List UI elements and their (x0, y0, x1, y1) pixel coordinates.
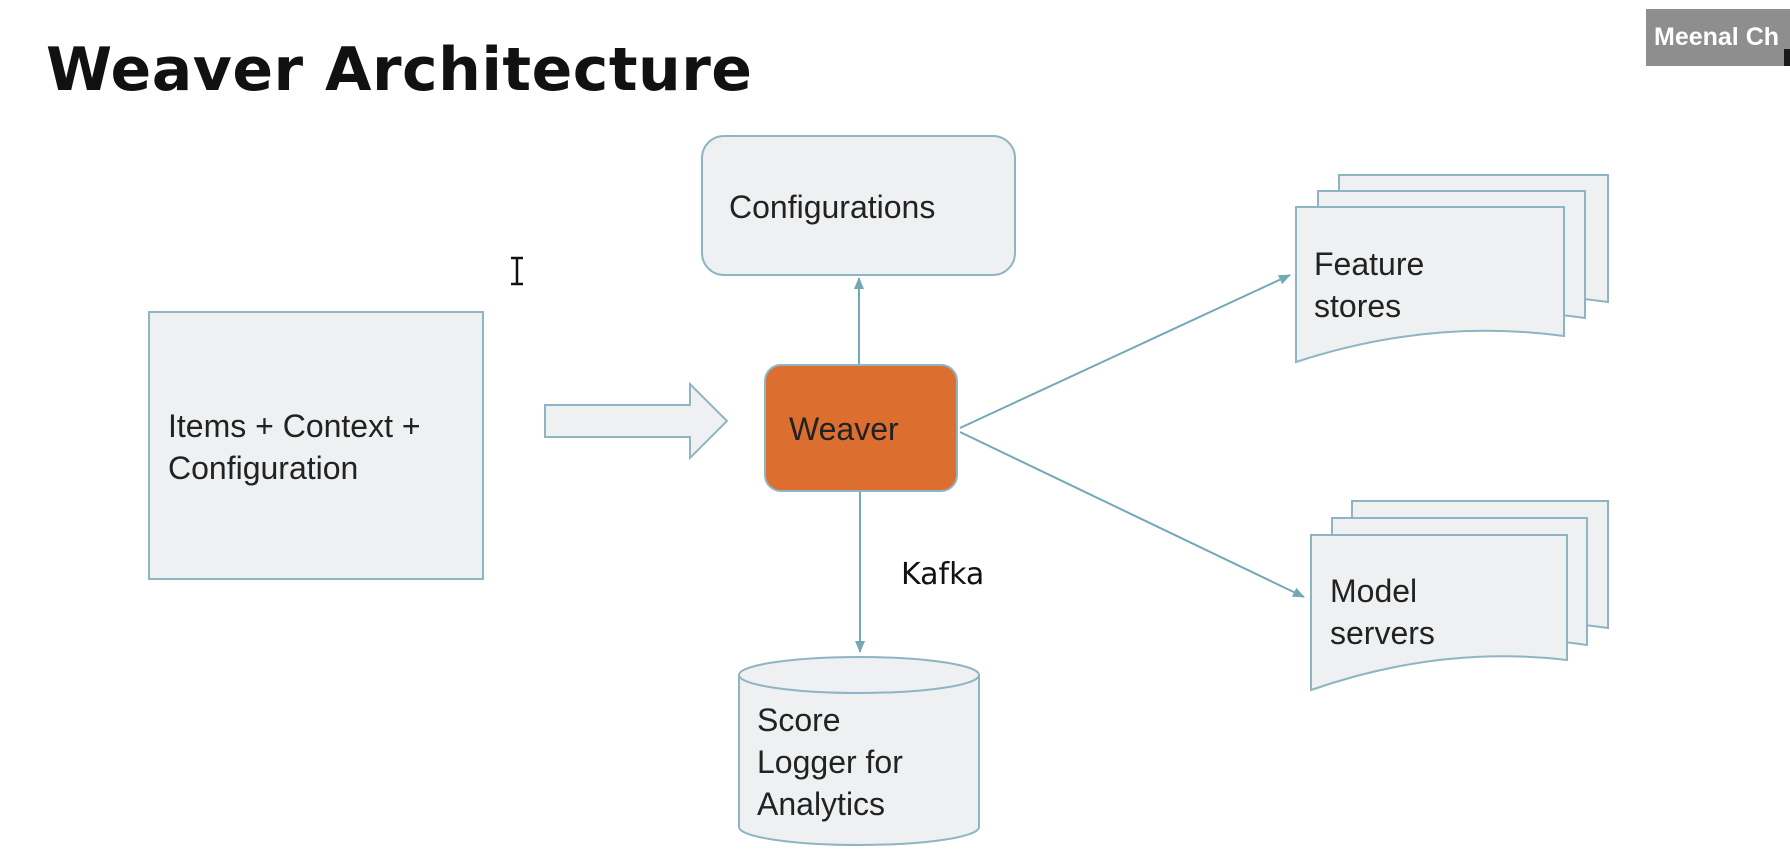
inputs-label-line-1: Items + Context + (168, 408, 421, 444)
block-arrow-to-weaver (544, 381, 729, 461)
score-logger-label-line-2: Logger for (757, 744, 903, 780)
feature-stores-label-line-1: Feature (1314, 246, 1424, 282)
participant-video-edge (1784, 49, 1790, 66)
inputs-label-line-2: Configuration (168, 450, 358, 486)
score-logger-cylinder-body (738, 675, 980, 846)
node-score-logger: Score Logger for Analytics (738, 656, 980, 846)
score-logger-label-line-1: Score (757, 702, 841, 738)
weaver-box (764, 364, 958, 492)
configurations-label: Configurations (729, 189, 935, 225)
node-weaver: Weaver (764, 364, 958, 492)
model-servers-label-line-2: servers (1330, 615, 1435, 651)
node-feature-stores: Feature stores (1295, 174, 1609, 364)
score-logger-cylinder-top (738, 656, 980, 694)
feature-stores-label-line-2: stores (1314, 288, 1401, 324)
text-cursor-icon (511, 256, 523, 286)
inputs-box (148, 311, 484, 580)
kafka-label: Kafka (901, 557, 984, 592)
score-logger-label-line-3: Analytics (757, 786, 885, 822)
feature-stores-page-front (1295, 206, 1565, 364)
weaver-label: Weaver (789, 411, 899, 447)
participant-name: Meenal Ch (1654, 23, 1780, 51)
slide-title: Weaver Architecture (46, 35, 753, 105)
node-model-servers: Model servers (1310, 500, 1609, 692)
configurations-box (701, 135, 1016, 276)
edge-weaver-to-feature-stores (959, 274, 1291, 429)
participant-name-tag: Meenal Ch (1646, 9, 1790, 66)
node-configurations: Configurations (701, 135, 1016, 276)
edge-weaver-to-model-servers (959, 431, 1305, 598)
node-inputs: Items + Context + Configuration (148, 311, 484, 580)
model-servers-page-front (1310, 534, 1568, 692)
model-servers-label-line-1: Model (1330, 573, 1417, 609)
